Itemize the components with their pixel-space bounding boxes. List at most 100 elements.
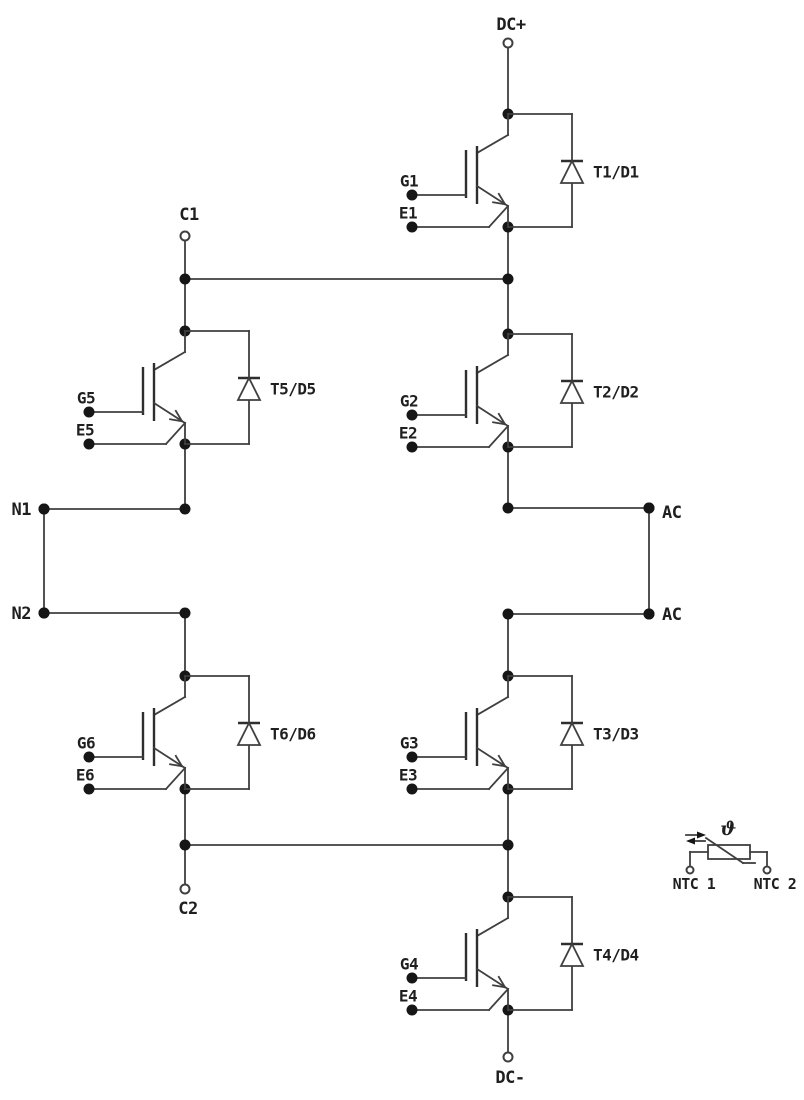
ntc-arrow-left-head	[686, 837, 695, 845]
collector-diagonal	[475, 353, 510, 375]
ntc-arrow-right-head	[697, 831, 706, 839]
device-label-t5: T5/D5	[270, 380, 316, 399]
collector-diagonal	[475, 916, 510, 938]
emitter-arrow-barb	[169, 763, 184, 768]
kelvin-diagonal	[164, 766, 187, 791]
device-label-t6: T6/D6	[270, 725, 316, 744]
terminal-label-dc-plus: DC+	[496, 15, 525, 35]
junction-dot	[502, 502, 514, 514]
terminal-dc-plus: DC+	[496, 15, 526, 49]
terminal-circle-dc-minus	[502, 1051, 514, 1063]
terminal-circle-c1	[179, 230, 191, 242]
gate-label-t4: G4	[400, 955, 418, 974]
emitter-pin-dot	[406, 441, 418, 453]
ntc-label-1: NTC 1	[673, 875, 716, 893]
ntc-label-2: NTC 2	[754, 875, 797, 893]
gate-label-t1: G1	[400, 172, 418, 191]
emitter-arrow-barb	[174, 409, 184, 423]
node-n2: N2	[12, 604, 50, 624]
emitter-label-t5: E5	[76, 421, 94, 440]
kelvin-diagonal	[487, 766, 510, 791]
emitter-diagonal	[475, 967, 510, 991]
node-ac-upper: AC	[643, 502, 682, 523]
emitter-diagonal	[475, 404, 510, 428]
emitter-label-t3: E3	[399, 766, 417, 785]
device-label-t4: T4/D4	[593, 946, 639, 965]
emitter-pin-dot	[406, 221, 418, 233]
emitter-arrow-barb	[174, 754, 184, 768]
ntc-pin-2	[762, 865, 772, 875]
node-label-ac-lower: AC	[662, 605, 681, 625]
ntc-body	[707, 844, 751, 860]
terminal-label-c1: C1	[179, 205, 199, 225]
diode-triangle	[559, 158, 585, 184]
emitter-label-t2: E2	[399, 424, 417, 443]
ntc-theta-symbol: ϑ	[720, 818, 736, 840]
node-dot-n2	[38, 607, 50, 619]
kelvin-diagonal	[164, 421, 187, 446]
node-n1: N1	[12, 500, 50, 520]
terminal-c1: C1	[179, 205, 199, 242]
emitter-diagonal	[152, 401, 187, 425]
gate-pin-dot	[406, 972, 418, 984]
emitter-diagonal	[475, 184, 510, 208]
node-dot-ac-lower	[643, 608, 655, 620]
emitter-arrow-barb	[492, 201, 507, 206]
gate-pin-dot	[406, 189, 418, 201]
node-label-n1: N1	[12, 500, 32, 520]
emitter-label-t4: E4	[399, 987, 417, 1006]
ntc-pin-1	[685, 865, 695, 875]
kelvin-diagonal	[487, 987, 510, 1012]
emitter-pin-dot	[83, 438, 95, 450]
device-label-t2: T2/D2	[593, 383, 639, 402]
emitter-arrow-barb	[492, 763, 507, 768]
collector-diagonal	[475, 695, 510, 717]
junction-dot	[179, 839, 191, 851]
gate-pin-dot	[406, 409, 418, 421]
node-label-n2: N2	[12, 604, 31, 624]
emitter-label-t1: E1	[399, 204, 417, 223]
junction-dot	[502, 839, 514, 851]
junction-dot	[502, 608, 514, 620]
diode-triangle	[236, 375, 262, 401]
gate-pin-dot	[83, 406, 95, 418]
junction-dot	[179, 607, 191, 619]
emitter-pin-dot	[406, 1004, 418, 1016]
collector-diagonal	[152, 695, 187, 717]
emitter-arrow-barb	[169, 418, 184, 423]
emitter-diagonal	[475, 746, 510, 770]
gate-label-t3: G3	[400, 734, 418, 753]
diode-triangle	[559, 720, 585, 746]
device-label-t3: T3/D3	[593, 725, 639, 744]
emitter-arrow-barb	[497, 975, 507, 989]
emitter-diagonal	[152, 746, 187, 770]
emitter-arrow-barb	[497, 412, 507, 426]
junction-dot	[502, 273, 514, 285]
ntc-diagonal	[704, 836, 745, 865]
gate-pin-dot	[406, 751, 418, 763]
node-dot-n1	[38, 503, 50, 515]
gate-label-t6: G6	[77, 734, 95, 753]
emitter-arrow-barb	[492, 984, 507, 989]
device-label-t1: T1/D1	[593, 163, 639, 182]
terminal-c2: C2	[178, 883, 198, 919]
emitter-arrow-barb	[497, 192, 507, 206]
terminal-circle-dc-plus	[502, 37, 514, 49]
kelvin-diagonal	[487, 424, 510, 449]
gate-label-t2: G2	[400, 392, 418, 411]
node-dot-ac-upper	[643, 502, 655, 514]
terminal-circle-c2	[179, 883, 191, 895]
terminal-dc-minus: DC-	[495, 1051, 525, 1088]
collector-diagonal	[475, 133, 510, 155]
kelvin-diagonal	[487, 204, 510, 229]
emitter-pin-dot	[406, 783, 418, 795]
diode-triangle	[236, 720, 262, 746]
